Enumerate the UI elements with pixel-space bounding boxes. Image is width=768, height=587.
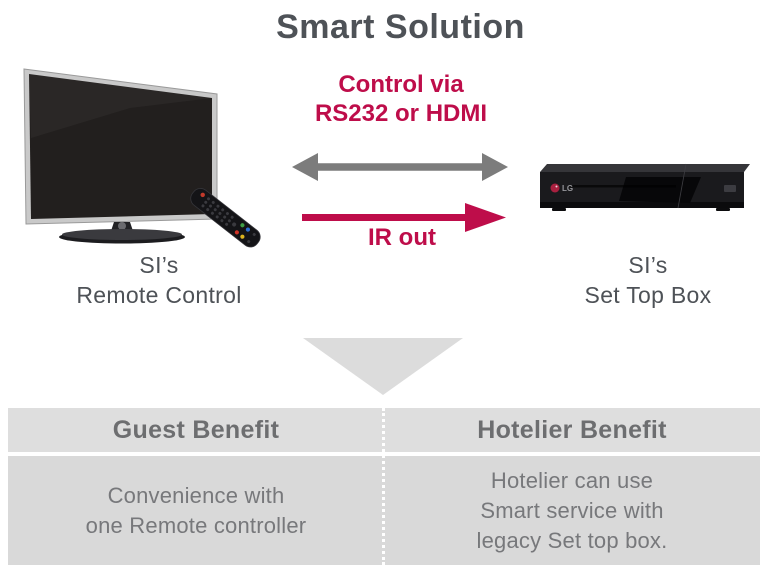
stb-top-face [540, 164, 750, 172]
double-arrow-left-head [292, 153, 318, 181]
guest-benefit-header: Guest Benefit [112, 416, 280, 444]
hotelier-benefit-cell: Hotelier can use Smart service with lega… [384, 456, 760, 565]
tv-icon [23, 68, 261, 248]
stb-panel-seam [677, 163, 687, 209]
stb-usb-port [724, 185, 736, 192]
tv-caption: SI’s Remote Control [39, 250, 279, 310]
guest-benefit-line2: one Remote controller [85, 512, 307, 538]
benefits-table: Guest Benefit Hotelier Benefit Convenien… [8, 408, 760, 565]
hotelier-benefit-line3: legacy Set top box. [476, 527, 668, 553]
hotelier-benefit-line2: Smart service with [480, 497, 664, 523]
stb-foot-right [716, 208, 730, 211]
lg-logo-text: LG [562, 184, 573, 193]
guest-benefit-header-cell: Guest Benefit [8, 408, 384, 452]
remote-control-icon [190, 188, 261, 248]
ir-out-label: IR out [368, 224, 436, 251]
remote-yellow-button [240, 234, 245, 239]
set-top-box-icon: LG [540, 163, 750, 211]
page-title: Smart Solution [276, 8, 525, 46]
down-triangle-icon [303, 338, 463, 395]
tv-stand-base-top [62, 229, 182, 240]
control-via-label: Control via RS232 or HDMI [295, 70, 507, 128]
control-via-line2: RS232 or HDMI [314, 100, 488, 127]
stb-front-lower-edge [540, 202, 744, 208]
double-arrow-right-head [482, 153, 508, 181]
guest-benefit-line1: Convenience with [107, 482, 285, 508]
stb-caption-line2: Set Top Box [584, 282, 712, 308]
guest-benefit-cell: Convenience with one Remote controller [8, 456, 384, 565]
lg-logo-icon [550, 183, 560, 193]
ir-arrow-head [465, 203, 506, 232]
tv-stand-hinge [118, 222, 126, 230]
remote-power-button [200, 192, 205, 198]
remote-red-button [234, 230, 239, 235]
hotelier-benefit-header-cell: Hotelier Benefit [384, 408, 760, 452]
stb-disc-tray [619, 177, 701, 203]
control-via-line1: Control via [338, 71, 464, 98]
stb-foot-left [552, 208, 566, 211]
table-dotted-divider [382, 408, 385, 565]
stb-disc-slot [568, 185, 676, 188]
hotelier-benefit-line1: Hotelier can use [490, 467, 654, 493]
lg-logo-dot [555, 185, 558, 188]
remote-green-button [240, 223, 245, 228]
ir-arrow-shaft [302, 214, 469, 221]
double-arrow-icon [292, 153, 508, 181]
remote-blue-button [245, 227, 251, 232]
remote-keys [201, 197, 256, 244]
tv-screen-sheen [29, 74, 212, 138]
tv-caption-line1: SI’s [139, 252, 179, 278]
ir-arrow-icon [302, 203, 506, 232]
tv-caption-line2: Remote Control [76, 282, 242, 308]
hotelier-benefit-header: Hotelier Benefit [477, 416, 667, 444]
stb-caption-line1: SI’s [628, 252, 668, 278]
stb-caption: SI’s Set Top Box [528, 250, 768, 310]
tv-screen [29, 74, 212, 219]
